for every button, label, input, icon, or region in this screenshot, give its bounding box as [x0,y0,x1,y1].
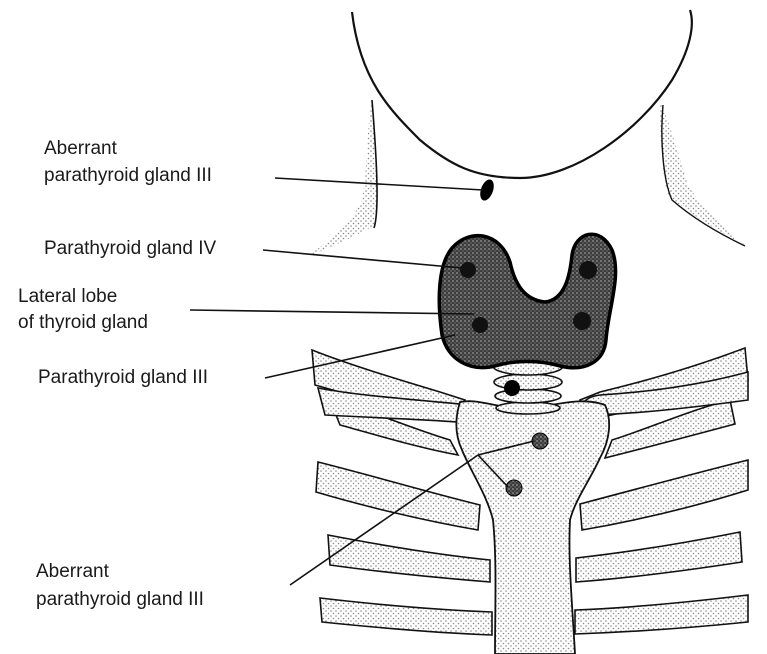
label-aberrant-upper-line2: parathyroid gland III [44,164,212,188]
label-parathyroid-iv: Parathyroid gland IV [44,237,216,261]
label-parathyroid-iii: Parathyroid gland III [38,366,208,390]
label-aberrant-lower-line1: Aberrant [36,560,109,584]
label-lateral-lobe-line1: Lateral lobe [18,285,117,309]
thyroid-gland [439,234,615,367]
aberrant-gland-sternal-2 [506,480,522,496]
aberrant-gland-sternal-1 [532,433,548,449]
parathyroid-iii-left-upper [472,317,488,333]
neck-shading-left [308,100,377,256]
parathyroid-iii-trachea [504,380,520,396]
parathyroid-iv-right [579,261,597,279]
parathyroid-iii-right [573,312,591,330]
parathyroid-iv-left [460,262,476,278]
label-aberrant-upper-line1: Aberrant [44,137,117,161]
label-aberrant-lower-line2: parathyroid gland III [36,588,204,612]
jaw-outline [352,10,692,178]
label-lateral-lobe-line2: of thyroid gland [18,311,148,335]
